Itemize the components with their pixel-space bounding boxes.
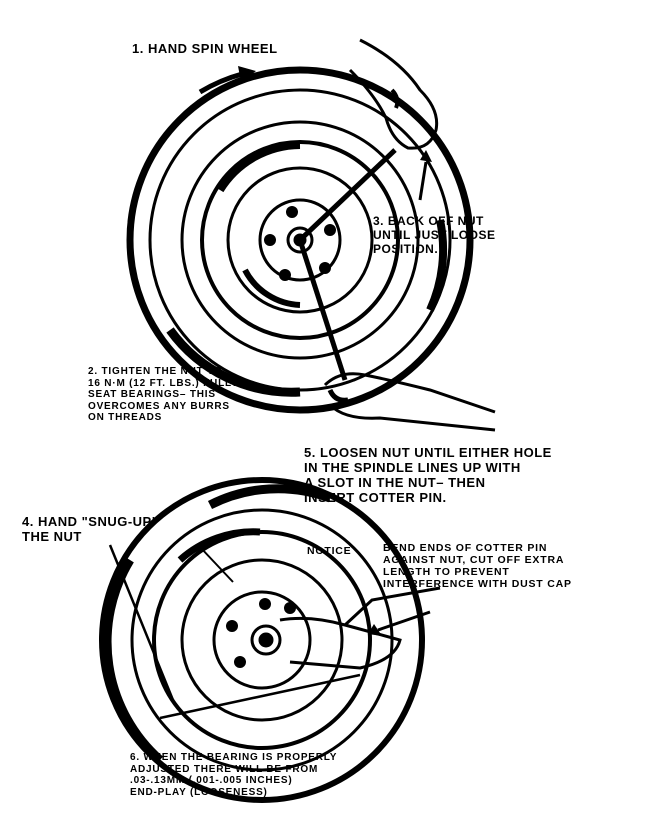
step4-label: 4. HAND "SNUG-UP" THE NUT [22,515,242,545]
bottom-lug-nuts [226,598,296,668]
upper-arrow [420,162,426,200]
step6-leader [160,675,360,718]
step1-label: 1. HAND SPIN WHEEL [132,42,352,57]
notice-text: BEND ENDS OF COTTER PIN AGAINST NUT, CUT… [383,542,643,590]
step6-label: 6. WHEN THE BEARING IS PROPERLY ADJUSTED… [130,752,450,798]
notice-label: NOTICE [307,545,377,557]
step5-label: 5. LOOSEN NUT UNTIL EITHER HOLE IN THE S… [304,446,649,506]
step4-leader [110,545,175,705]
step3-label: 3. BACK OFF NUT UNTIL JUST LOOSE POSITIO… [373,215,593,256]
bottom-spindle-nut [252,626,280,654]
step2-label: 2. TIGHTEN THE NUT TO 16 N·m (12 FT. LBS… [88,366,338,424]
